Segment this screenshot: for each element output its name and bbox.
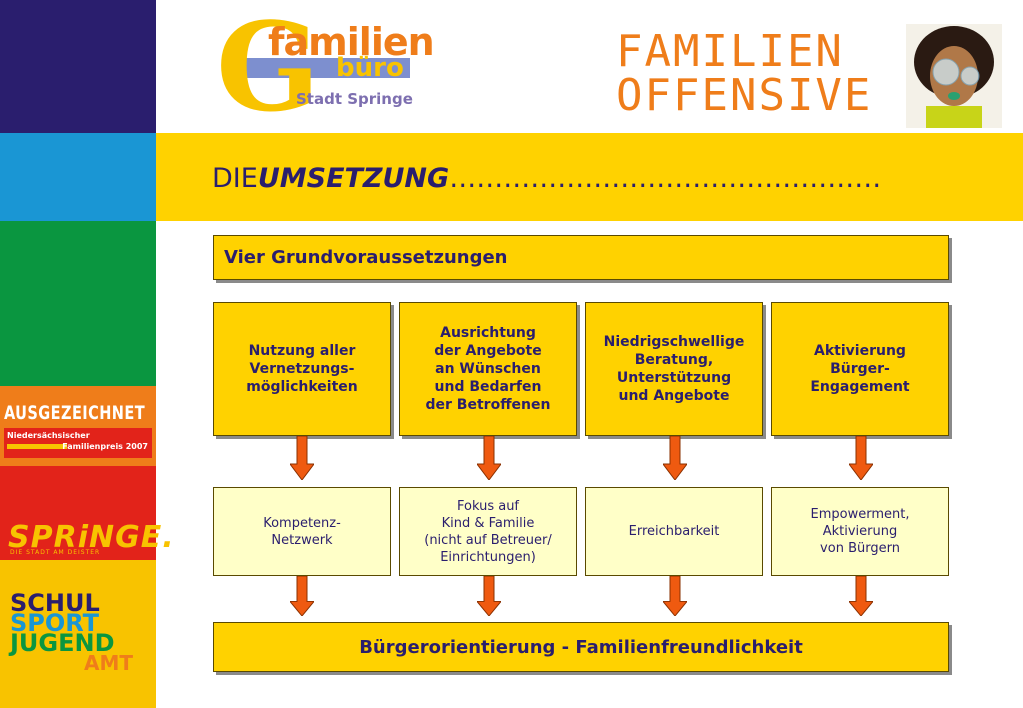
logo-buero-text: büro xyxy=(336,53,404,83)
logo-familien-text: familien xyxy=(268,20,435,64)
prize-line-1: Niedersächsischer xyxy=(7,431,90,440)
offensive-line-1: FAMILIEN xyxy=(616,26,844,77)
down-arrow-icon xyxy=(477,436,501,480)
schul-logo-text: SCHUL xyxy=(10,589,100,617)
offensive-line-2: OFFENSIVE xyxy=(616,70,873,121)
prize-bar xyxy=(7,444,67,449)
down-arrow-icon xyxy=(663,436,687,480)
sidebar-stripe-red xyxy=(0,466,156,560)
amt-logo-text: AMT xyxy=(84,651,134,675)
springe-logo: SPRiNGE. xyxy=(8,520,175,555)
ausgezeichnet-badge: AUSGEZEICHNET xyxy=(4,402,146,424)
title-dots: ………………………………………… xyxy=(449,163,882,194)
sidebar-stripe-green xyxy=(0,221,156,386)
title-band xyxy=(156,133,1023,221)
down-arrow-icon xyxy=(663,576,687,616)
logo-band xyxy=(236,58,410,78)
requirement-box: Nutzung aller Vernetzungs- möglichkeiten xyxy=(213,302,391,436)
familienbuero-g-logo-icon: G xyxy=(216,0,321,139)
result-box: Erreichbarkeit xyxy=(585,487,763,576)
sidebar-stripe-yellow xyxy=(0,560,156,708)
down-arrow-icon xyxy=(849,576,873,616)
title-main: UMSETZUNG xyxy=(257,163,450,194)
heading-box: Vier Grundvoraussetzungen xyxy=(213,235,949,280)
sidebar-stripe-navy xyxy=(0,0,156,133)
page-title: DIEUMSETZUNG………………………………………… xyxy=(212,163,881,194)
prize-line-2: Familienpreis 2007 xyxy=(62,442,148,451)
goal-box: Bürgerorientierung - Familienfreundlichk… xyxy=(213,622,949,672)
down-arrow-icon xyxy=(477,576,501,616)
child-photo-icon xyxy=(906,24,1002,128)
familienpreis-badge: Niedersächsischer Familienpreis 2007 xyxy=(4,428,152,458)
requirement-box: Aktivierung Bürger- Engagement xyxy=(771,302,949,436)
title-prefix: DIE xyxy=(212,163,258,194)
down-arrow-icon xyxy=(290,576,314,616)
down-arrow-icon xyxy=(290,436,314,480)
logo-stadt-text: Stadt Springe xyxy=(296,90,413,108)
sidebar-stripe-blue xyxy=(0,133,156,221)
requirement-box: Niedrigschwellige Beratung, Unterstützun… xyxy=(585,302,763,436)
requirement-box: Ausrichtung der Angebote an Wünschen und… xyxy=(399,302,577,436)
springe-logo-subtitle: DIE STADT AM DEISTER xyxy=(10,549,101,556)
result-box: Empowerment, Aktivierung von Bürgern xyxy=(771,487,949,576)
result-box: Kompetenz- Netzwerk xyxy=(213,487,391,576)
familien-offensive-logo: FAMILIEN OFFENSIVE xyxy=(616,30,872,118)
down-arrow-icon xyxy=(849,436,873,480)
sport-logo-text: SPORT xyxy=(10,609,100,637)
result-box: Fokus auf Kind & Familie (nicht auf Betr… xyxy=(399,487,577,576)
jugend-logo-text: JUGEND xyxy=(10,629,115,657)
